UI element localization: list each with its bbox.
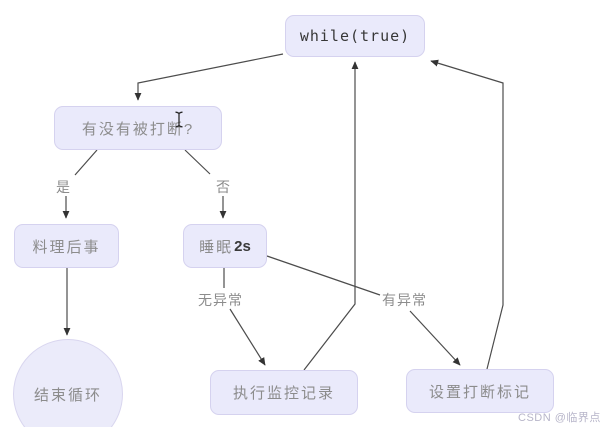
- node-cleanup-label: 料理后事: [32, 238, 101, 256]
- edge-while-to-check: [134, 53, 284, 101]
- edge-check-to-yes-label: [74, 149, 98, 176]
- node-while-true[interactable]: while(true): [285, 15, 425, 57]
- edge-sleep-to-hasexc-label: [266, 255, 381, 296]
- edge-monitor-to-while: [303, 61, 359, 371]
- edge-label-no-exception: 无异常: [198, 292, 243, 308]
- node-end-loop-label: 结束循环: [33, 386, 102, 404]
- text-ibeam-cursor: [175, 111, 183, 128]
- edge-label-yes: 是: [56, 179, 71, 195]
- node-monitor-log-label: 执行监控记录: [232, 385, 335, 402]
- node-sleep-2s-label-en: 2s: [234, 237, 251, 255]
- node-monitor-log[interactable]: 执行监控记录: [210, 370, 358, 415]
- node-cleanup[interactable]: 料理后事: [14, 224, 119, 268]
- edge-label-no: 否: [216, 179, 231, 195]
- edge-label-has-exception: 有异常: [382, 292, 427, 308]
- node-set-interrupt-flag-label: 设置打断标记: [428, 383, 531, 401]
- edge-noexc-label-to-monitor: [229, 308, 266, 366]
- node-sleep-2s-label-cn: 睡眠: [199, 238, 234, 256]
- node-set-interrupt-flag[interactable]: 设置打断标记: [406, 369, 554, 413]
- node-interrupt-check-label: 有没有被打断?: [81, 120, 195, 138]
- edge-hasexc-label-to-setflag: [409, 310, 461, 366]
- node-while-true-label: while(true): [299, 27, 411, 45]
- edge-check-to-no-label: [184, 149, 211, 175]
- edge-setflag-to-while: [430, 59, 504, 370]
- node-interrupt-check[interactable]: 有没有被打断?: [54, 106, 222, 150]
- node-end-loop[interactable]: 结束循环: [13, 339, 123, 427]
- watermark: CSDN @临界点oc: [518, 412, 601, 427]
